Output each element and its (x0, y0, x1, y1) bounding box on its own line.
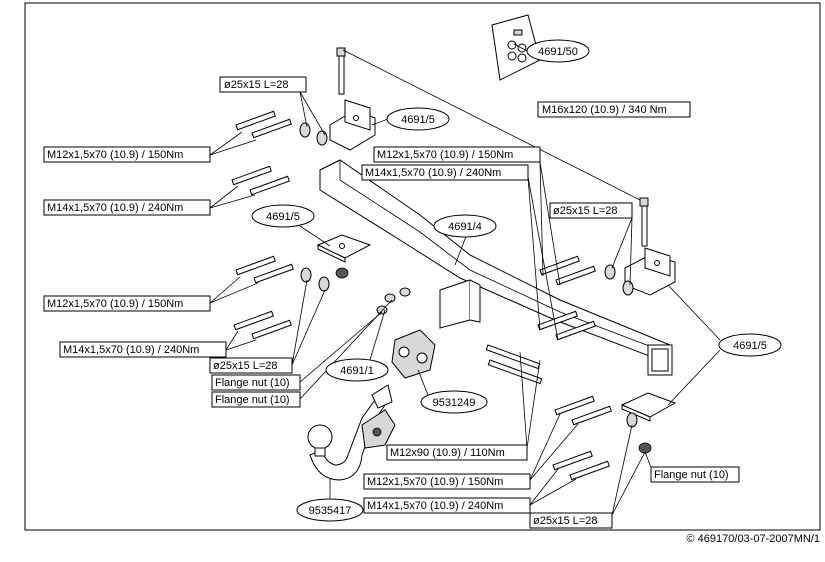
svg-text:M12x1,5x70 (10.9) / 150Nm: M12x1,5x70 (10.9) / 150Nm (367, 476, 503, 488)
label-m14-240-b: M14x1,5x70 (10.9) / 240Nm (361, 164, 529, 181)
svg-text:ø25x15 L=28: ø25x15 L=28 (533, 515, 598, 527)
label-part-9531249: 9531249 (420, 390, 488, 414)
bracket-mid-left (316, 234, 372, 263)
label-m14-240-a: M14x1,5x70 (10.9) / 240Nm (43, 199, 211, 216)
bracket-right (624, 247, 676, 296)
label-part-9535417: 9535417 (296, 498, 364, 522)
svg-text:9535417: 9535417 (309, 505, 352, 517)
label-m14-240-c: M14x1,5x70 (10.9) / 240Nm (59, 341, 227, 358)
svg-text:4691/1: 4691/1 (340, 365, 374, 377)
svg-text:M12x1,5x70 (10.9) / 150Nm: M12x1,5x70 (10.9) / 150Nm (377, 149, 513, 161)
bolts-top-left (231, 110, 328, 196)
m16-bolt-left (336, 47, 346, 95)
label-m14-240-d: M14x1,5x70 (10.9) / 240Nm (363, 497, 531, 514)
label-m12x90: M12x90 (10.9) / 110Nm (386, 444, 528, 461)
crossbar-beam (319, 159, 673, 376)
svg-text:Flange nut (10): Flange nut (10) (215, 394, 290, 406)
label-bolt-m16: M16x120 (10.9) / 340 Nm (537, 101, 691, 118)
label-kit-4691-5-top: 4691/5 (386, 107, 450, 131)
svg-text:M14x1,5x70 (10.9) / 240Nm: M14x1,5x70 (10.9) / 240Nm (367, 500, 503, 512)
label-m12-150-d: M12x1,5x70 (10.9) / 150Nm (363, 473, 531, 490)
svg-text:ø25x15 L=28: ø25x15 L=28 (213, 360, 278, 372)
bolts-right-top (537, 255, 634, 341)
svg-text:4691/5: 4691/5 (266, 211, 300, 223)
label-flange-nut-2: Flange nut (10) (211, 391, 301, 408)
label-spacer-top-right: ø25x15 L=28 (549, 202, 633, 219)
label-spacer-top-left: ø25x15 L=28 (219, 76, 307, 93)
svg-text:ø25x15 L=28: ø25x15 L=28 (553, 205, 618, 217)
label-m12-150-a: M12x1,5x70 (10.9) / 150Nm (43, 146, 211, 163)
svg-text:M12x90 (10.9) / 110Nm: M12x90 (10.9) / 110Nm (390, 447, 505, 459)
svg-text:M12x1,5x70 (10.9) / 150Nm: M12x1,5x70 (10.9) / 150Nm (47, 149, 183, 161)
diagram-frame (24, 2, 821, 531)
svg-text:M16x120 (10.9) / 340 Nm: M16x120 (10.9) / 340 Nm (542, 104, 667, 116)
washers-4691-1 (376, 287, 411, 315)
tow-ball-neck-9535417 (307, 384, 396, 481)
svg-text:M14x1,5x70 (10.9) / 240Nm: M14x1,5x70 (10.9) / 240Nm (365, 167, 501, 179)
bolts-mid-left (233, 255, 349, 340)
label-kit-4691-4: 4691/4 (433, 214, 497, 238)
label-flange-nut-1: Flange nut (10) (211, 374, 301, 391)
leader-lines (209, 43, 721, 516)
label-spacer-bottom-right: ø25x15 L=28 (529, 512, 613, 529)
svg-text:4691/50: 4691/50 (538, 46, 578, 58)
coupling-holder-9531249 (391, 329, 436, 379)
svg-text:9531249: 9531249 (433, 397, 476, 409)
bolts-m12x90 (485, 344, 543, 385)
label-kit-4691-1: 4691/1 (325, 358, 389, 382)
socket-plate (439, 279, 481, 329)
svg-text:M12x1,5x70 (10.9) / 150Nm: M12x1,5x70 (10.9) / 150Nm (47, 298, 183, 310)
bracket-bottom-right (620, 392, 677, 422)
svg-text:4691/5: 4691/5 (401, 114, 435, 126)
label-kit-4691-5-left: 4691/5 (251, 204, 315, 228)
m16-bolt-right (639, 197, 649, 247)
svg-text:ø25x15 L=28: ø25x15 L=28 (224, 79, 289, 91)
label-spacer-mid-left: ø25x15 L=28 (209, 357, 293, 374)
label-flange-nut-3: Flange nut (10) (650, 466, 740, 483)
label-m12-150-b: M12x1,5x70 (10.9) / 150Nm (373, 146, 541, 163)
svg-text:Flange nut (10): Flange nut (10) (215, 377, 290, 389)
bolts-right-bottom (552, 395, 652, 481)
copyright-footer: © 469170/03-07-2007MN/1 (686, 533, 820, 545)
label-kit-4691-50: 4691/50 (526, 39, 590, 63)
label-m12-150-c: M12x1,5x70 (10.9) / 150Nm (43, 295, 211, 312)
label-kit-4691-5-right: 4691/5 (718, 333, 782, 357)
svg-text:4691/4: 4691/4 (448, 221, 482, 233)
svg-text:Flange nut (10): Flange nut (10) (654, 469, 729, 481)
svg-text:4691/5: 4691/5 (733, 340, 767, 352)
svg-text:M14x1,5x70 (10.9) / 240Nm: M14x1,5x70 (10.9) / 240Nm (63, 344, 199, 356)
bracket-top-left (329, 99, 376, 151)
svg-text:M14x1,5x70 (10.9) / 240Nm: M14x1,5x70 (10.9) / 240Nm (47, 202, 183, 214)
